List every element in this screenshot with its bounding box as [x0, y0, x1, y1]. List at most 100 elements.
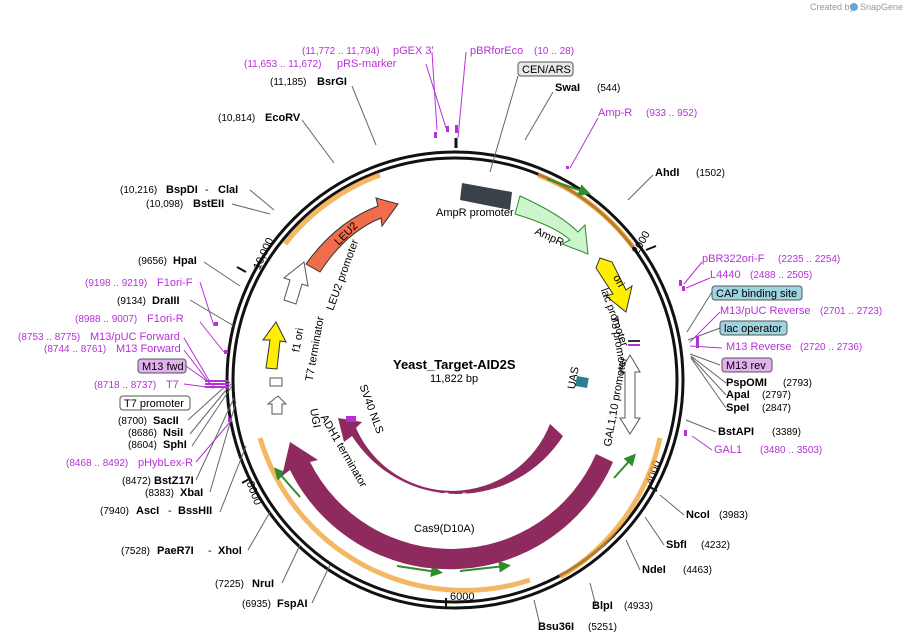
site-bsteii[interactable]: BstEII: [193, 198, 224, 210]
site-blpi-pos: (4933): [624, 601, 653, 612]
site-xhoi[interactable]: XhoI: [218, 545, 242, 557]
site-swai[interactable]: SwaI: [555, 82, 580, 94]
site-draiii[interactable]: DraIII: [152, 295, 180, 307]
site-sbfi-pos: (4232): [701, 540, 730, 551]
feat-ampr[interactable]: Amp-R: [598, 107, 632, 119]
site-bstapi-pos: (3389): [772, 427, 801, 438]
snapgene-logo-icon: [850, 3, 858, 11]
ampr-promoter-label: AmpR promoter: [436, 207, 514, 219]
feat-m13-rev[interactable]: M13 Reverse: [726, 341, 791, 353]
feat-phyblexr[interactable]: pHybLex-R: [138, 457, 193, 469]
site-ahdi-pos: (1502): [696, 168, 725, 179]
m13rev-label: M13 rev: [726, 360, 766, 372]
site-asci[interactable]: AscI: [136, 505, 159, 517]
cas9-d10a-arrow[interactable]: [282, 442, 613, 570]
feat-m13-rev-pos: (2720 .. 2736): [800, 342, 862, 353]
site-bstapi[interactable]: BstAPI: [718, 426, 754, 438]
left-feature-lines: [183, 51, 447, 463]
credit-prefix: Created by: [810, 2, 855, 12]
m13fwd-box[interactable]: [137, 358, 187, 374]
site-nrui[interactable]: NruI: [252, 578, 274, 590]
site-sphi[interactable]: SphI: [163, 439, 187, 451]
feat-prsmarker[interactable]: pRS-marker: [337, 58, 397, 70]
m13rev-box[interactable]: [721, 357, 773, 373]
site-hpai[interactable]: HpaI: [173, 255, 197, 267]
site-fspai[interactable]: FspAI: [277, 598, 308, 610]
site-swai-pos: (544): [597, 83, 620, 94]
feat-pbr322ori[interactable]: pBR322ori-F: [702, 253, 765, 265]
leu2-arrow[interactable]: [305, 197, 399, 273]
ori-label: ori: [610, 273, 627, 290]
leu2-promoter-arrow[interactable]: [282, 261, 309, 305]
cen-ars-label: CEN/ARS: [522, 64, 571, 76]
feat-l4440[interactable]: L4440: [710, 269, 741, 281]
feat-pgex3-pos: (11,772 .. 11,794): [302, 46, 379, 57]
feat-phyblexr-pos: (8468 .. 8492): [66, 458, 128, 469]
uas-box[interactable]: [575, 376, 589, 388]
feat-pbrforeco[interactable]: pBRforEco: [470, 45, 523, 57]
ampr-arrow[interactable]: [514, 195, 589, 255]
site-pspomi[interactable]: PspOMI: [726, 377, 767, 389]
site-sbfi[interactable]: SbfI: [666, 539, 687, 551]
orange-arc-2: [558, 437, 663, 580]
t7-terminator-label: T7 terminator: [304, 315, 327, 382]
site-dash-1: -: [205, 184, 209, 196]
site-sacii[interactable]: SacII: [153, 415, 179, 427]
site-nrui-pos: (7225): [215, 579, 244, 590]
backbone-inner: [231, 156, 679, 604]
site-apai[interactable]: ApaI: [726, 389, 750, 401]
feat-m13puc-rev[interactable]: M13/pUC Reverse: [720, 305, 810, 317]
t7-promoter-box[interactable]: [119, 395, 191, 411]
site-blpi[interactable]: BlpI: [592, 600, 613, 612]
cap-binding-box[interactable]: [711, 285, 803, 301]
site-xbai[interactable]: XbaI: [180, 487, 203, 499]
feat-pbrforeco-pos: (10 .. 28): [534, 46, 574, 57]
feat-f1orir[interactable]: F1ori-R: [147, 313, 184, 325]
m13fwd-label: M13 fwd: [142, 361, 184, 373]
feat-gal1[interactable]: GAL1: [714, 444, 742, 456]
site-pspomi-pos: (2793): [783, 378, 812, 389]
ampr-promoter-box[interactable]: [460, 183, 512, 210]
site-paer7i[interactable]: PaeR7I: [157, 545, 194, 557]
site-ncoi[interactable]: NcoI: [686, 509, 710, 521]
green-arrow-4: [396, 565, 443, 578]
site-paer7i-pos: (7528): [121, 546, 150, 557]
site-bspdi[interactable]: BspDI: [166, 184, 198, 196]
site-bsshii[interactable]: BssHII: [178, 505, 212, 517]
feat-m13puc-fwd[interactable]: M13/pUC Forward: [90, 331, 180, 343]
feat-t7[interactable]: T7: [166, 379, 179, 391]
feat-t7-pos: (8718 .. 8737): [94, 380, 156, 391]
site-bspdi-pos: (10,216): [120, 185, 157, 196]
feat-pgex3[interactable]: pGEX 3': [393, 45, 434, 57]
ori-arrow[interactable]: [595, 257, 633, 313]
site-nsii[interactable]: NsiI: [163, 427, 183, 439]
site-bstz17i-pos: (8472): [122, 476, 151, 487]
cas9-arrow[interactable]: [338, 418, 563, 494]
plasmid-size: 11,822 bp: [430, 373, 478, 385]
feat-gal1-pos: (3480 .. 3503): [760, 445, 822, 456]
feat-f1orif[interactable]: F1ori-F: [157, 277, 193, 289]
small-up-arrow: [266, 395, 288, 415]
site-ndei[interactable]: NdeI: [642, 564, 666, 576]
site-bsu36i[interactable]: Bsu36I: [538, 621, 574, 633]
lac-operator-box[interactable]: [719, 320, 788, 336]
feat-m13puc-rev-pos: (2701 .. 2723): [820, 306, 882, 317]
feat-m13-fwd[interactable]: M13 Forward: [116, 343, 181, 355]
left-feature-ticks: [205, 126, 449, 422]
feat-f1orir-pos: (8988 .. 9007): [75, 314, 137, 325]
sv40-box[interactable]: [346, 416, 356, 422]
f1ori-arrow[interactable]: [262, 321, 287, 370]
site-bsrgi[interactable]: BsrGI: [317, 76, 347, 88]
gal-promoter-arrow[interactable]: [619, 354, 641, 435]
plasmid-name: Yeast_Target-AID2S: [393, 357, 516, 372]
lac-operator-label: lac operator: [724, 323, 782, 335]
site-ecorv[interactable]: EcoRV: [265, 112, 301, 124]
site-ahdi[interactable]: AhdI: [655, 167, 679, 179]
site-clai[interactable]: ClaI: [218, 184, 238, 196]
ruler-2000: 2000: [630, 229, 653, 256]
site-spei[interactable]: SpeI: [726, 402, 749, 414]
site-bstz17i[interactable]: BstZ17I: [154, 475, 194, 487]
site-xbai-pos: (8383): [145, 488, 174, 499]
cen-ars-box[interactable]: [517, 61, 574, 77]
